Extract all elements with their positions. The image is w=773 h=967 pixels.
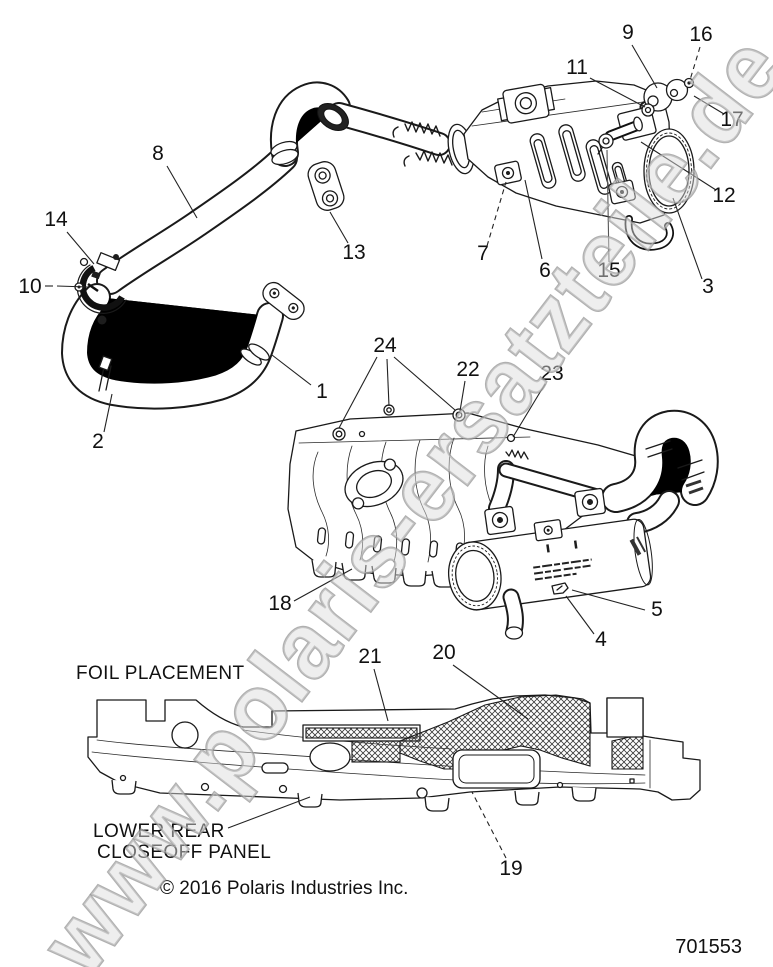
silencer-downpipe <box>506 597 523 640</box>
front-pipe-band-clamp <box>98 355 113 392</box>
lower-rear-label-line1: LOWER REAR <box>93 821 225 842</box>
closeoff-panel <box>87 694 701 812</box>
callout-9: 9 <box>622 21 634 44</box>
callout-20: 20 <box>432 641 455 664</box>
front-pipe-flange <box>262 281 305 321</box>
exhaust-sensor <box>597 103 657 155</box>
rear-silencer <box>448 518 653 611</box>
callout-7: 7 <box>477 242 489 265</box>
callout-12: 12 <box>712 184 735 207</box>
callout-5: 5 <box>651 598 663 621</box>
elbow-gasket-ring <box>322 108 344 126</box>
clamp-lug <box>96 252 121 272</box>
silencer-drain-screw <box>551 582 569 595</box>
silencer-warning-label <box>533 558 593 581</box>
pipe-mount-block-right <box>574 487 606 518</box>
foil-strip-21 <box>305 727 418 739</box>
spring-coil <box>404 121 441 137</box>
callout-18: 18 <box>268 592 291 615</box>
callout-11: 11 <box>566 56 588 79</box>
shield-spring <box>505 449 529 460</box>
copyright-notice: © 2016 Polaris Industries Inc. <box>160 878 408 899</box>
upper-head-pipe-elbow <box>269 95 439 167</box>
foil-block <box>351 740 401 763</box>
rear-exhaust-pipe <box>484 425 704 536</box>
spark-arrester-discs <box>643 77 695 112</box>
muffler-mount-plate-rear <box>608 179 636 205</box>
callout-22: 22 <box>456 358 479 381</box>
callout-10: 10 <box>18 275 41 298</box>
front-head-pipe <box>75 158 284 396</box>
callout-2: 2 <box>92 430 104 453</box>
spring-coil <box>415 150 453 166</box>
shield-flange-bolts <box>332 404 516 443</box>
pipe-clamp-assembly <box>74 252 127 325</box>
callout-21: 21 <box>358 645 381 668</box>
callout-leaders <box>45 44 725 859</box>
panel-edge-tabs <box>111 779 597 812</box>
pipe-ring-band <box>645 440 671 450</box>
callout-8: 8 <box>152 142 164 165</box>
muffler-mount-plate-front <box>494 160 522 186</box>
callout-24: 24 <box>373 334 397 357</box>
callout-15: 15 <box>597 259 620 282</box>
pipe-mount-block-left <box>484 505 516 536</box>
callout-19: 19 <box>499 857 522 880</box>
callout-1: 1 <box>316 380 328 403</box>
pipe-joint-ring <box>248 343 270 361</box>
callout-3: 3 <box>702 275 714 298</box>
callout-17: 17 <box>720 108 743 131</box>
callout-6: 6 <box>539 259 551 282</box>
main-muffler <box>463 77 695 251</box>
callout-4: 4 <box>595 628 607 651</box>
foil-region-20 <box>399 694 591 770</box>
callout-13: 13 <box>342 241 365 264</box>
part-number: 701553 <box>675 936 742 958</box>
muffler-top-bracket <box>497 83 555 124</box>
muffler-hanger-mount <box>307 161 345 211</box>
rear-flange <box>344 458 404 510</box>
callout-23: 23 <box>540 362 563 385</box>
lower-rear-label-line2: CLOSEOFF PANEL <box>97 842 271 863</box>
foil-placement-label: FOIL PLACEMENT <box>76 663 245 684</box>
panel-pocket <box>452 749 541 789</box>
panel-holes <box>119 721 635 799</box>
panel-right-tab <box>606 697 644 738</box>
callout-14: 14 <box>44 208 68 231</box>
callout-16: 16 <box>689 23 712 46</box>
heat-shield <box>287 404 657 588</box>
callout-numbers: 8 14 10 13 1 2 24 22 23 9 16 11 17 12 7 … <box>18 21 743 880</box>
